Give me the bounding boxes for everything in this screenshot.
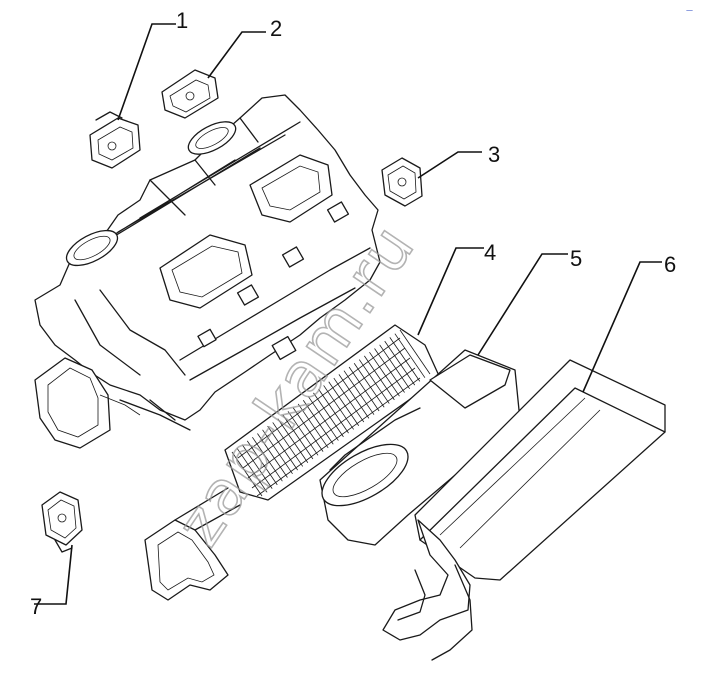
callout-2: 2 (270, 16, 282, 41)
radiator-fin (287, 411, 319, 456)
leader-6 (582, 261, 662, 393)
radiator-fin (328, 381, 360, 426)
heater-housing (34, 94, 381, 449)
radiator-fin (343, 370, 375, 415)
radiator-fin (384, 340, 416, 386)
blower-housing-part-5 (319, 349, 521, 546)
leader-3 (417, 151, 482, 179)
leader-2 (207, 31, 266, 79)
actuator-part-7 (41, 491, 83, 553)
radiator-fin (257, 433, 288, 478)
radiator-fin (338, 374, 370, 419)
radiator-fin (313, 392, 344, 438)
radiator-fin (364, 355, 395, 401)
callout-6: 6 (664, 252, 676, 277)
actuator-part-2 (161, 69, 219, 119)
radiator-fin (236, 448, 268, 493)
radiator-fin (262, 429, 293, 475)
callout-1: 1 (176, 8, 188, 33)
radiator-fin (282, 414, 314, 460)
leader-4 (417, 247, 484, 336)
radiator-fin (369, 351, 400, 397)
radiator-fin (292, 407, 324, 452)
actuator-part-3 (381, 157, 423, 207)
radiator-fin (353, 363, 385, 408)
radiator-fin (394, 333, 426, 378)
radiator-fin (302, 400, 334, 445)
leader-7 (34, 544, 73, 605)
radiator-fin (333, 377, 365, 423)
corner-mark: — (686, 6, 693, 14)
leader-5 (477, 253, 568, 356)
actuator-part-1 (89, 111, 141, 169)
radiator-fin (246, 440, 278, 486)
callout-7: 7 (30, 594, 42, 619)
callout-3: 3 (488, 142, 500, 167)
radiator-fin (231, 451, 263, 497)
callout-5: 5 (570, 246, 582, 271)
radiator-fin (297, 403, 329, 449)
callout-4: 4 (484, 240, 496, 265)
evaporator-part-6 (382, 359, 666, 661)
radiator-fin (318, 388, 349, 434)
radiator-fin (348, 366, 380, 412)
radiator-fin (389, 337, 421, 382)
radiator-fin (379, 344, 410, 390)
radiator-fin (323, 385, 354, 430)
callout-leaders (34, 23, 662, 605)
radiator-fin (241, 444, 273, 489)
radiator-fin (252, 436, 283, 482)
heater-core-part-4 (144, 324, 441, 601)
radiator-fin (267, 425, 298, 471)
radiator-fin (272, 422, 304, 467)
radiator-fin (308, 396, 339, 441)
radiator-fin (358, 359, 390, 404)
radiator-fin (374, 348, 405, 393)
leader-1 (117, 23, 176, 121)
radiator-fin (399, 329, 431, 375)
radiator-fin (277, 418, 309, 463)
